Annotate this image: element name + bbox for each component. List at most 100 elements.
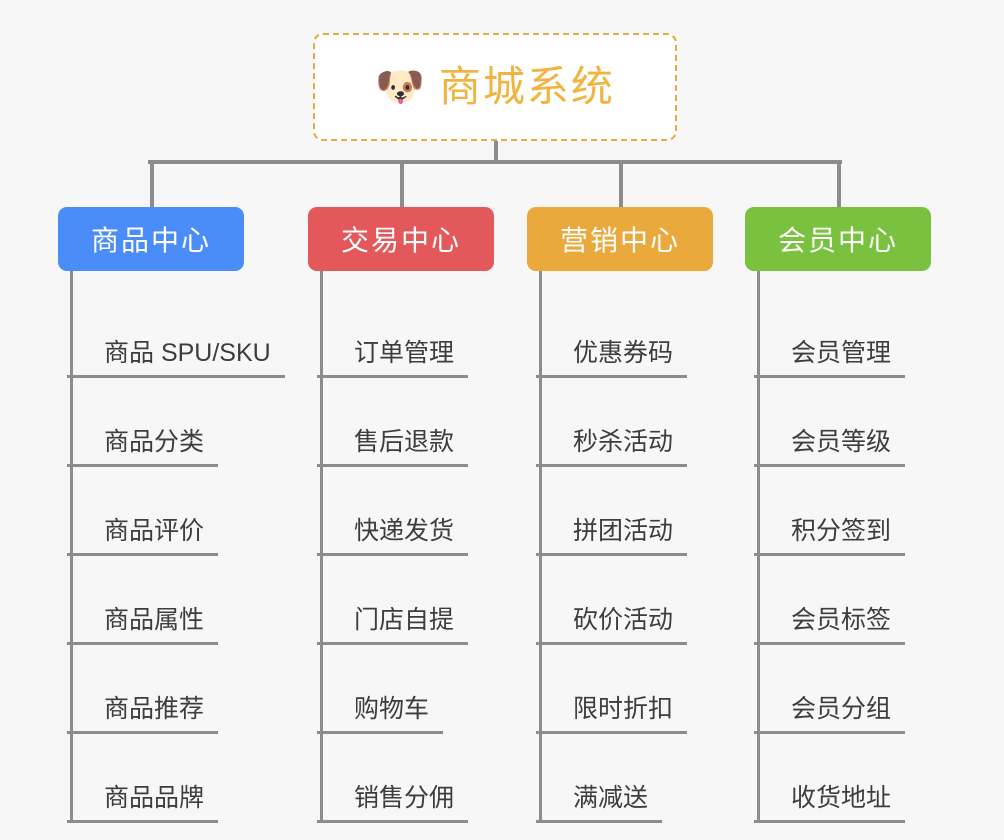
branch-header-trade-center[interactable]: 交易中心: [308, 207, 494, 271]
leaf-item[interactable]: 商品 SPU/SKU: [67, 289, 285, 378]
leaf-underline: 会员分组: [754, 694, 906, 734]
leaf-item[interactable]: 限时折扣: [536, 645, 713, 734]
connector-drop-member-center: [837, 160, 841, 208]
connector-drop-product-center: [150, 160, 154, 208]
leaf-underline: 商品评价: [67, 516, 219, 556]
leaf-item[interactable]: 会员管理: [754, 289, 931, 378]
leaf-underline: 商品品牌: [67, 783, 219, 823]
leaf-underline: 快递发货: [317, 517, 469, 556]
leaf-underline: 商品 SPU/SKU: [67, 338, 285, 378]
leaf-label: 会员分组: [791, 694, 892, 723]
leaf-label: 秒杀活动: [573, 427, 674, 456]
leaf-label: 拼团活动: [573, 516, 674, 545]
branch-header-marketing-center[interactable]: 营销中心: [527, 207, 713, 271]
connector-drop-marketing-center: [619, 160, 623, 208]
leaf-item[interactable]: 销售分佣: [317, 734, 494, 823]
leaf-label: 售后退款: [354, 427, 455, 456]
leaf-underline: 售后退款: [317, 427, 469, 467]
leaf-item[interactable]: 订单管理: [317, 289, 494, 378]
branch-product-center: 商品中心商品 SPU/SKU 商品分类商品评价商品属性商品推荐商品品牌: [58, 207, 285, 823]
branch-member-center: 会员中心会员管理会员等级积分签到会员标签会员分组收货地址: [745, 207, 931, 823]
leaf-underline: 优惠券码: [536, 338, 688, 378]
leaf-item[interactable]: 会员标签: [754, 556, 931, 645]
connector-drop-trade-center: [400, 160, 404, 208]
leaf-item[interactable]: 门店自提: [317, 556, 494, 645]
leaf-label: 门店自提: [354, 605, 455, 634]
leaf-underline: 购物车: [317, 694, 444, 734]
leaf-item[interactable]: 商品属性: [67, 556, 244, 645]
branch-header-product-center[interactable]: 商品中心: [58, 207, 244, 271]
leaf-label: 购物车: [354, 694, 430, 723]
leaf-label: 满减送: [573, 783, 649, 812]
leaf-item[interactable]: 商品品牌: [67, 734, 244, 823]
leaf-label: 会员等级: [791, 427, 892, 456]
branch-header-label: 会员中心: [777, 225, 898, 256]
leaf-item[interactable]: 拼团活动: [536, 467, 713, 556]
branch-header-member-center[interactable]: 会员中心: [745, 207, 931, 271]
leaf-item[interactable]: 会员等级: [754, 378, 931, 467]
branch-trunk-member-center: [757, 271, 760, 820]
branch-body-trade-center: 订单管理售后退款快递发货门店自提购物车销售分佣: [317, 271, 494, 823]
leaf-item[interactable]: 商品推荐: [67, 645, 244, 734]
leaf-item[interactable]: 快递发货: [317, 467, 494, 556]
leaf-label: 积分签到: [791, 516, 892, 545]
leaf-label: 商品品牌: [104, 783, 205, 812]
branch-trunk-trade-center: [320, 271, 323, 820]
root-title: 商城系统: [438, 63, 615, 110]
dog-face-icon: 🐶: [375, 65, 425, 109]
leaf-underline: 订单管理: [317, 338, 469, 378]
branch-body-product-center: 商品 SPU/SKU 商品分类商品评价商品属性商品推荐商品品牌: [67, 271, 285, 823]
leaf-underline: 商品推荐: [67, 694, 219, 734]
leaf-label: 会员管理: [791, 338, 892, 367]
connector-horizontal-bus: [148, 160, 842, 164]
leaf-underline: 满减送: [536, 783, 663, 823]
leaf-label: 收货地址: [791, 783, 892, 812]
leaf-label: 商品 SPU/SKU: [104, 338, 271, 367]
leaf-item[interactable]: 购物车: [317, 645, 494, 734]
leaf-item[interactable]: 满减送: [536, 734, 713, 823]
leaf-label: 商品推荐: [104, 694, 205, 723]
leaf-item[interactable]: 商品分类: [67, 378, 244, 467]
branch-trunk-marketing-center: [539, 271, 542, 820]
leaf-underline: 会员等级: [754, 427, 906, 467]
branch-header-label: 营销中心: [559, 225, 680, 256]
leaf-label: 砍价活动: [573, 605, 674, 634]
branch-marketing-center: 营销中心优惠券码秒杀活动拼团活动砍价活动限时折扣满减送: [527, 207, 713, 823]
root-node[interactable]: 🐶 商城系统: [313, 33, 677, 141]
branch-header-label: 交易中心: [340, 225, 461, 256]
leaf-label: 优惠券码: [573, 338, 674, 367]
leaf-item[interactable]: 商品评价: [67, 467, 244, 556]
leaf-underline: 拼团活动: [536, 516, 688, 556]
leaf-underline: 收货地址: [754, 783, 906, 823]
leaf-underline: 积分签到: [754, 516, 906, 556]
branch-trade-center: 交易中心订单管理售后退款快递发货门店自提购物车销售分佣: [308, 207, 494, 823]
leaf-underline: 限时折扣: [536, 694, 688, 734]
leaf-label: 订单管理: [354, 338, 455, 367]
leaf-item[interactable]: 秒杀活动: [536, 378, 713, 467]
leaf-underline: 会员管理: [754, 338, 906, 378]
leaf-label: 会员标签: [791, 605, 892, 634]
leaf-label: 销售分佣: [354, 783, 455, 812]
leaf-label: 商品分类: [104, 427, 205, 456]
leaf-underline: 砍价活动: [536, 605, 688, 645]
leaf-item[interactable]: 砍价活动: [536, 556, 713, 645]
leaf-label: 商品属性: [104, 605, 205, 634]
branch-body-marketing-center: 优惠券码秒杀活动拼团活动砍价活动限时折扣满减送: [536, 271, 713, 823]
leaf-underline: 商品分类: [67, 427, 219, 467]
leaf-item[interactable]: 优惠券码: [536, 289, 713, 378]
leaf-underline: 秒杀活动: [536, 427, 688, 467]
leaf-underline: 销售分佣: [317, 783, 469, 823]
leaf-item[interactable]: 售后退款: [317, 378, 494, 467]
leaf-underline: 门店自提: [317, 605, 469, 645]
leaf-label: 限时折扣: [573, 694, 674, 723]
branch-body-member-center: 会员管理会员等级积分签到会员标签会员分组收货地址: [754, 271, 931, 823]
leaf-item[interactable]: 会员分组: [754, 645, 931, 734]
leaf-item[interactable]: 收货地址: [754, 734, 931, 823]
branch-header-label: 商品中心: [90, 225, 211, 256]
leaf-underline: 会员标签: [754, 605, 906, 645]
branch-trunk-product-center: [70, 271, 73, 820]
leaf-item[interactable]: 积分签到: [754, 467, 931, 556]
leaf-label: 商品评价: [104, 516, 205, 545]
connector-root-stem: [494, 141, 498, 163]
